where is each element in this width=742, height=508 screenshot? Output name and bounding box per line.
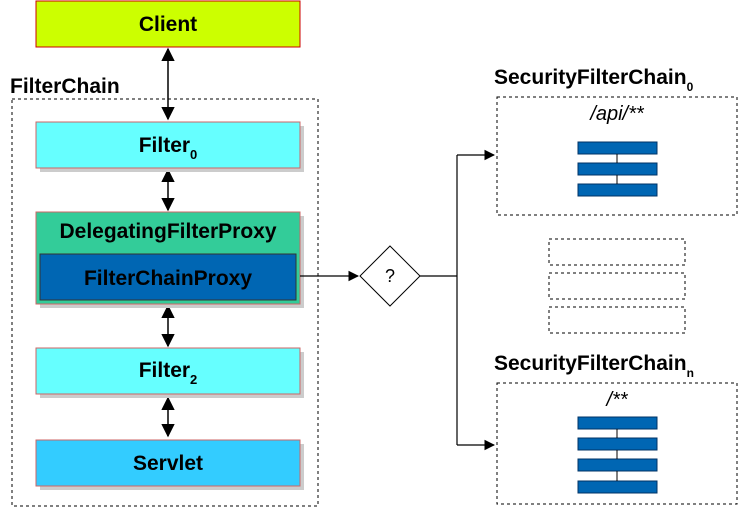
filter-chain-label: FilterChain xyxy=(10,75,120,98)
intermediate-chain-box xyxy=(548,272,686,300)
chainn-filter-block xyxy=(577,480,658,494)
delegating-filter-proxy-label: DelegatingFilterProxy xyxy=(59,220,276,243)
security-chainn-title: SecurityFilterChainn xyxy=(494,352,694,380)
security-chain0-title: SecurityFilterChain0 xyxy=(494,66,694,94)
decision-label: ? xyxy=(385,266,395,286)
security-chainn-container xyxy=(496,382,738,505)
chain0-filter-block xyxy=(577,162,658,176)
security-chain0-filters xyxy=(577,141,658,197)
chainn-filter-block xyxy=(577,437,658,451)
servlet-node: Servlet xyxy=(35,439,304,490)
security-chainn-pattern: /** xyxy=(604,389,628,411)
chain0-filter-block xyxy=(577,141,658,155)
intermediate-chain-box xyxy=(548,306,686,334)
filter-chain-proxy-label: FilterChainProxy xyxy=(84,267,252,290)
filter2-node: Filter2 xyxy=(35,347,304,398)
decision-node: ? xyxy=(359,245,421,307)
filter-chain-proxy-node xyxy=(39,253,297,301)
security-chain0-container xyxy=(496,96,738,216)
filter2-label: Filter2 xyxy=(139,359,198,387)
client-node: Client xyxy=(35,0,301,48)
chainn-filter-block xyxy=(577,416,658,430)
chain0-filter-block xyxy=(577,183,658,197)
intermediate-chains xyxy=(548,238,686,334)
security-chainn-filters xyxy=(577,416,658,494)
client-label: Client xyxy=(139,13,197,36)
filter0-label: Filter0 xyxy=(139,134,198,162)
delegating-filter-proxy-node: DelegatingFilterProxy FilterChainProxy xyxy=(35,211,304,308)
filter0-node: Filter0 xyxy=(35,121,304,172)
security-chain0-pattern: /api/** xyxy=(588,103,645,125)
intermediate-chain-box xyxy=(548,238,686,266)
servlet-label: Servlet xyxy=(133,452,203,475)
chainn-filter-block xyxy=(577,458,658,472)
branch-connectors xyxy=(420,149,496,451)
